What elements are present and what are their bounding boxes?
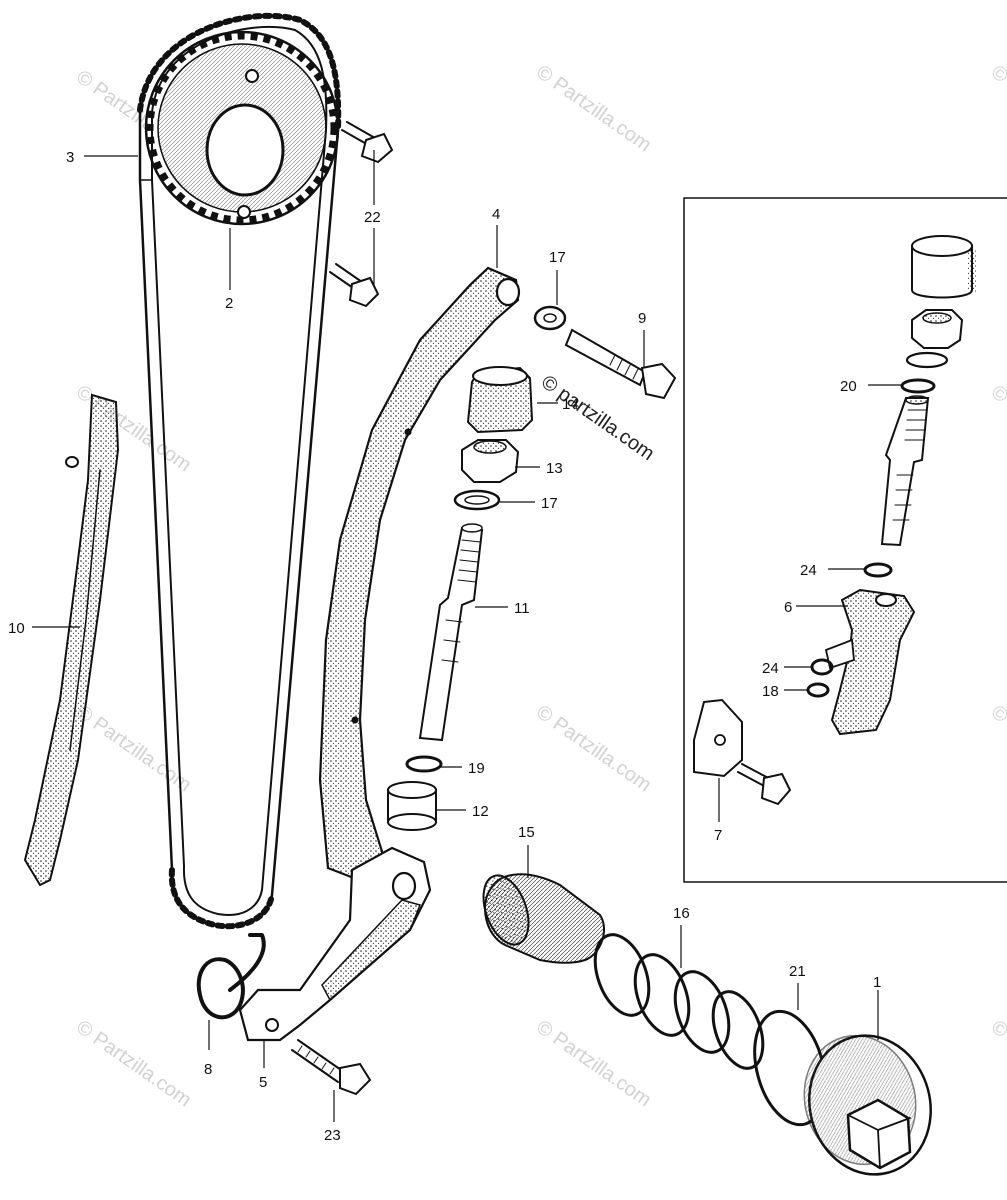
callout-13: 13 [546, 460, 563, 477]
tensioner-sleeve-15 [482, 873, 605, 964]
callout-8: 8 [204, 1061, 212, 1078]
washer-17-upper [533, 305, 567, 331]
collar-14 [466, 366, 534, 434]
watermark-text: © Partzilla.com [987, 61, 1007, 156]
callout-23: 23 [324, 1127, 341, 1144]
callout-9: 9 [638, 310, 646, 327]
watermark-text: © Partzilla.com [532, 1016, 655, 1111]
nut-13 [461, 439, 520, 483]
callout-2: 2 [225, 295, 233, 312]
callout-3: 3 [66, 149, 74, 166]
callout-7: 7 [714, 827, 722, 844]
callout-4: 4 [492, 206, 500, 223]
bolt-22-lower [329, 263, 380, 308]
watermark-text: © Partzilla.com [72, 1016, 195, 1111]
watermark-text: © Partzilla.com [532, 61, 655, 156]
tensioner-lever-6 [824, 588, 916, 736]
callout-24-lower: 24 [762, 660, 779, 677]
o-ring-20 [900, 378, 936, 394]
callout-16: 16 [673, 905, 690, 922]
inset-nut [911, 309, 964, 349]
callout-20: 20 [840, 378, 857, 395]
bolt-9 [564, 328, 677, 400]
bolt-22-upper [341, 121, 394, 164]
callout-labels: 1 2 3 4 5 6 7 8 9 10 11 12 13 14 15 16 1… [8, 149, 881, 1144]
spring-8 [196, 933, 266, 1020]
callout-6: 6 [784, 599, 792, 616]
o-ring-19 [405, 755, 443, 773]
callout-22: 22 [364, 209, 381, 226]
watermark-text: © Partzilla.com [532, 701, 655, 796]
o-ring-24-upper [863, 562, 893, 578]
inset-washer [905, 351, 949, 369]
washer-17-lower [453, 489, 501, 511]
bolt-23 [291, 1039, 372, 1096]
callout-14: 14 [562, 396, 579, 413]
cam-sprocket [144, 30, 340, 226]
inset-frame [683, 197, 1007, 883]
tensioner-lever [238, 846, 432, 1042]
callout-1: 1 [873, 974, 881, 991]
callout-5: 5 [259, 1074, 267, 1091]
tensioner-arm [318, 266, 521, 884]
tensioner-spring-16 [593, 933, 765, 1070]
collar-12 [387, 781, 437, 831]
callout-10: 10 [8, 620, 25, 637]
bracket-7 [693, 698, 743, 778]
leader-lines [32, 150, 902, 1122]
o-ring-18 [806, 682, 830, 698]
watermark-text: © Partzilla.com [987, 701, 1007, 796]
tensioner-cap [911, 235, 976, 299]
callout-17-upper: 17 [549, 249, 566, 266]
callout-19: 19 [468, 760, 485, 777]
callout-12: 12 [472, 803, 489, 820]
chain-guide [23, 393, 120, 887]
inset-shaft [880, 395, 930, 547]
callout-18: 18 [762, 683, 779, 700]
callout-24-upper: 24 [800, 562, 817, 579]
cam-chain [137, 12, 342, 930]
pivot-shaft-11 [418, 523, 484, 742]
callout-21: 21 [789, 963, 806, 980]
callout-15: 15 [518, 824, 535, 841]
bracket-bolt [737, 763, 792, 806]
callout-11: 11 [514, 600, 530, 617]
sealing-bolt-1 [803, 1034, 932, 1176]
watermark-text: © Partzilla.com [987, 381, 1007, 476]
watermark-text: © Partzilla.com [987, 1016, 1007, 1111]
callout-17-lower: 17 [541, 495, 558, 512]
